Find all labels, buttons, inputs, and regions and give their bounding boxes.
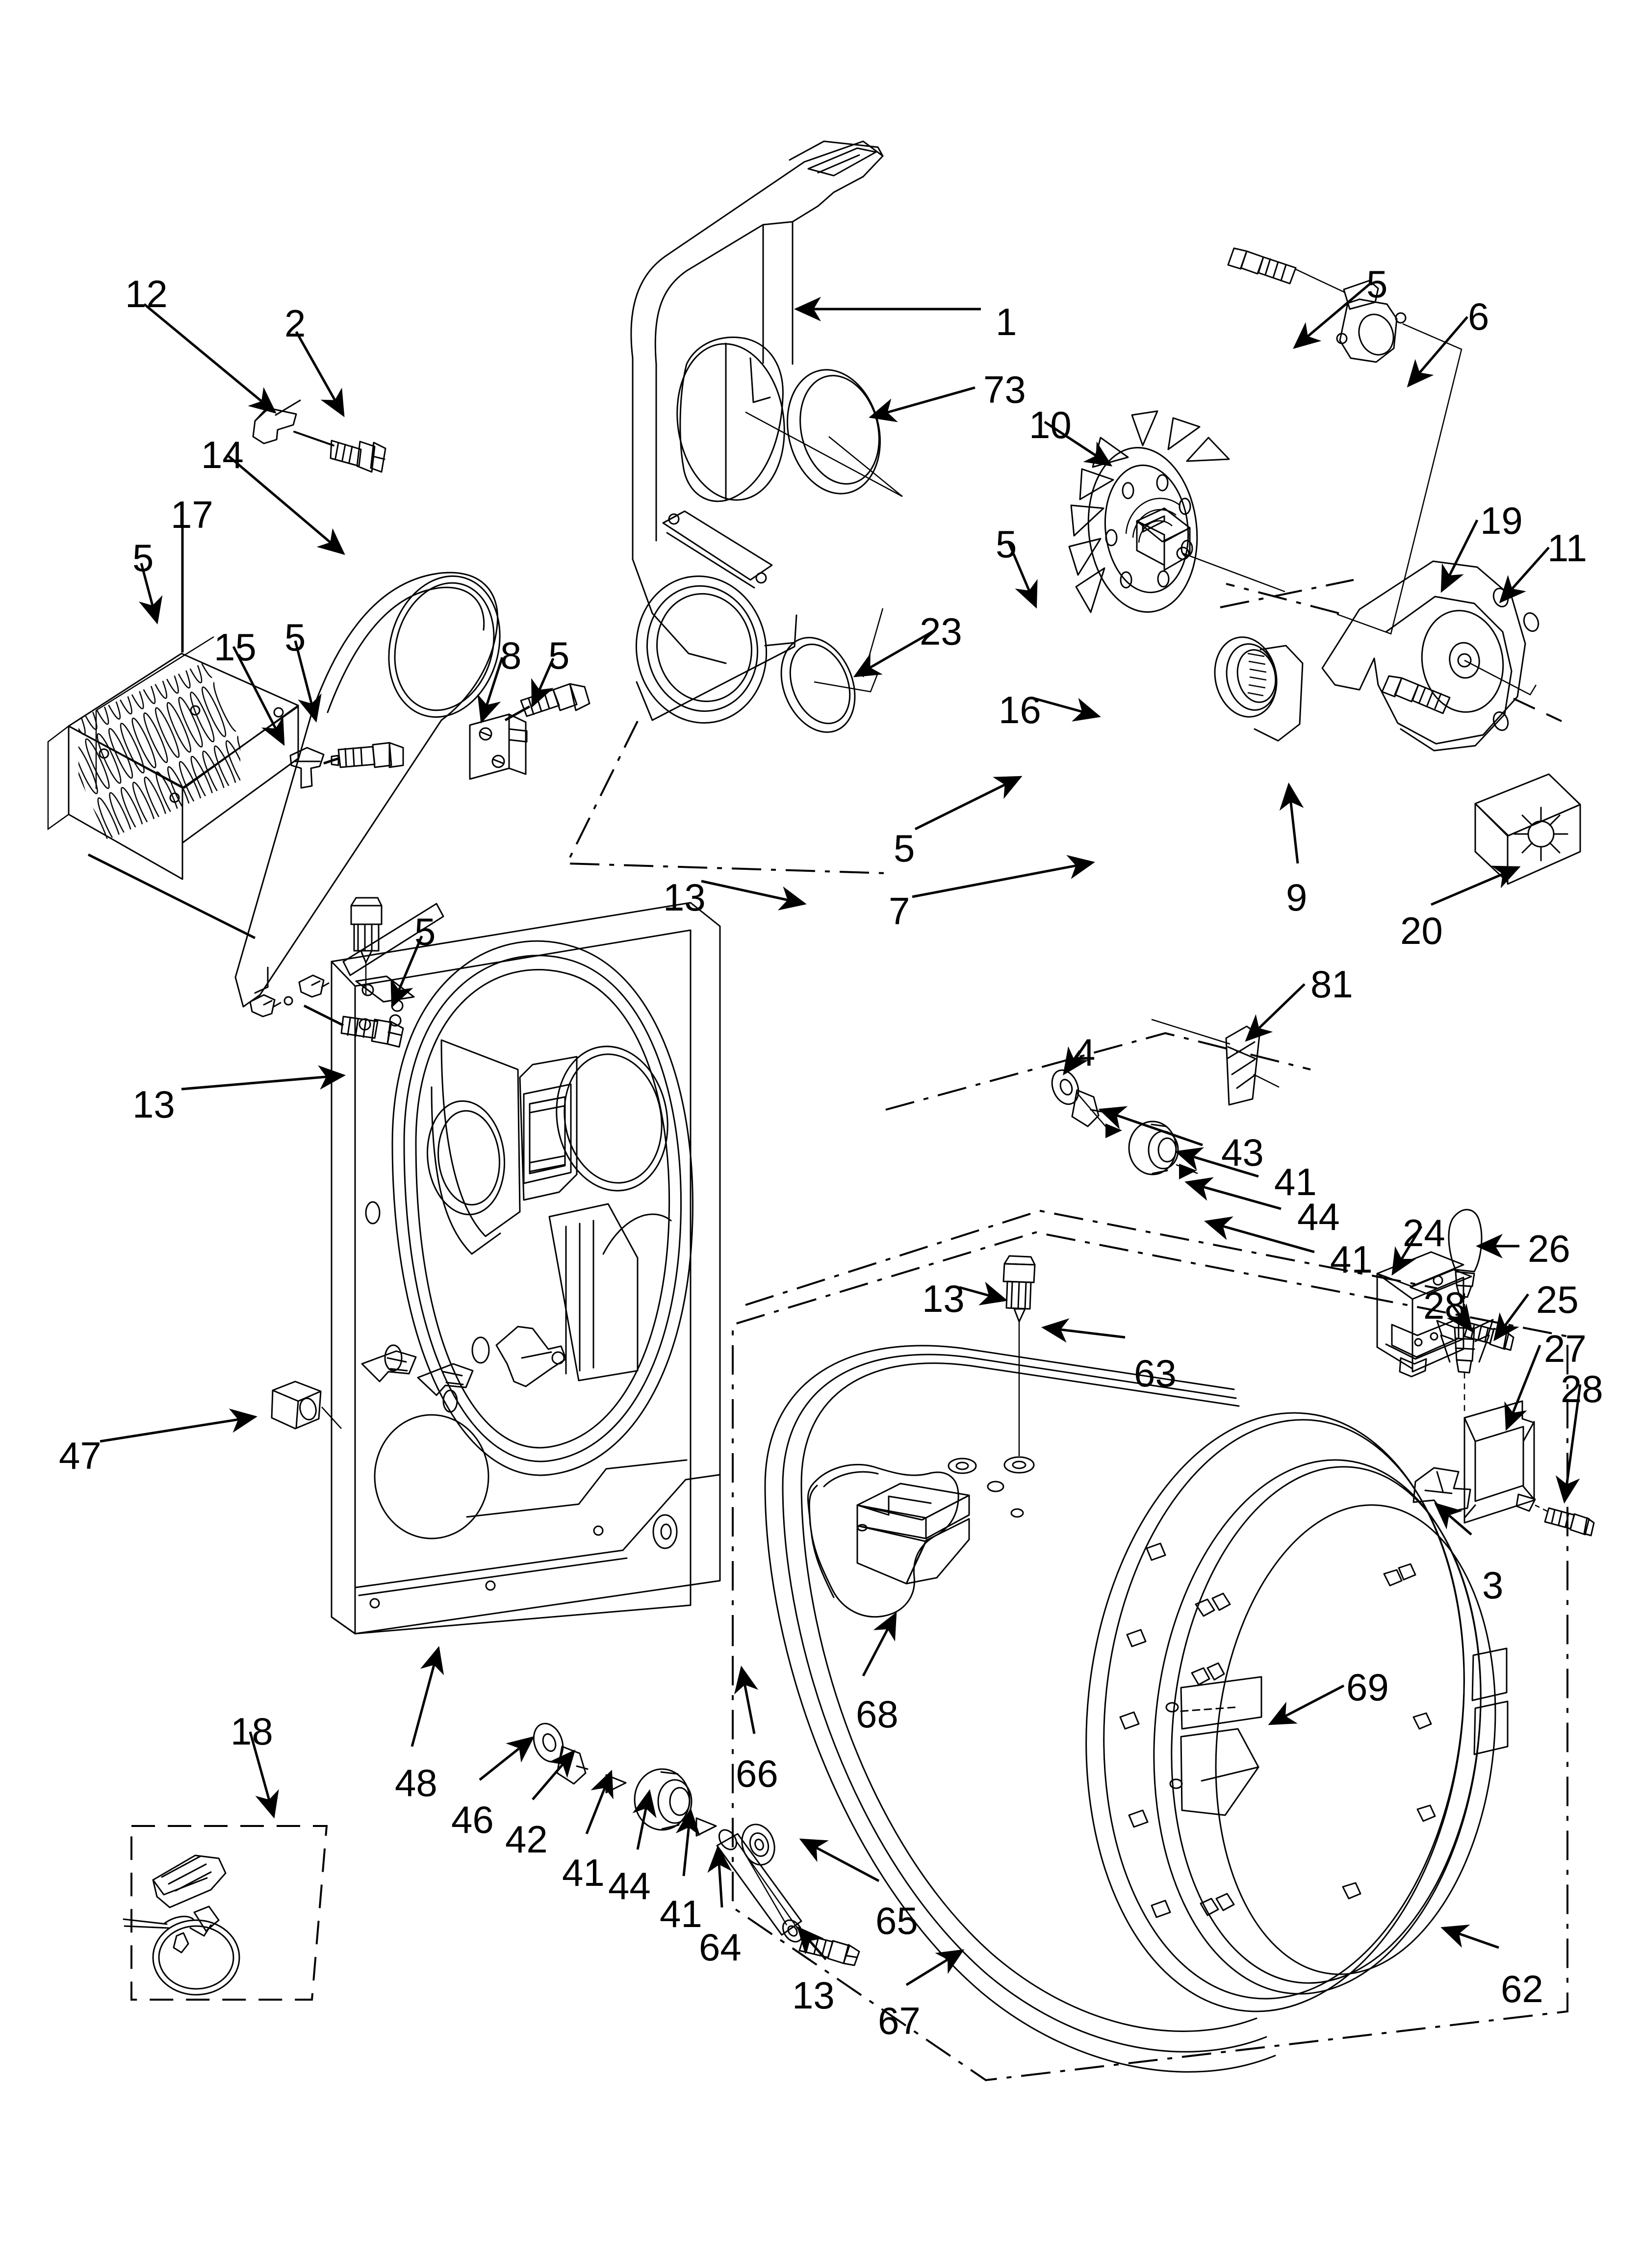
callout-73: 73 (983, 368, 1026, 411)
felt-seal-73 (745, 369, 903, 497)
screw-icon-8 (520, 683, 590, 717)
callout-41: 41 (660, 1892, 702, 1935)
screw-icon-15 (331, 742, 404, 768)
bearing-9 (1214, 636, 1304, 742)
hex-nut-icon-47 (271, 1381, 322, 1430)
wire-connector-inset-18 (123, 1825, 328, 2001)
callout-28: 28 (1423, 1284, 1466, 1327)
callout-43: 43 (1221, 1131, 1264, 1174)
blower-housing-1 (630, 140, 884, 724)
callout-4: 4 (1074, 1031, 1096, 1074)
callout-26: 26 (1528, 1227, 1570, 1270)
blower-wheel-10 (1068, 410, 1285, 613)
sun-burst-icon (1514, 807, 1568, 861)
roller-assembly-upper (1051, 1069, 1198, 1179)
callout-67: 67 (878, 1999, 921, 2042)
callout-11: 11 (1547, 526, 1587, 570)
callout-13: 13 (663, 876, 706, 919)
drum-envelope-63 (732, 1209, 1568, 2082)
seal-ring-23 (780, 608, 884, 733)
leader-lines (100, 283, 1582, 1986)
callout-17: 17 (171, 493, 213, 536)
callout-10: 10 (1029, 403, 1072, 446)
callout-20: 20 (1400, 909, 1443, 952)
screw-icon-13-lower (798, 1934, 860, 1966)
callout-44: 44 (608, 1864, 651, 1907)
callout-23: 23 (920, 610, 962, 653)
callout-18: 18 (231, 1710, 273, 1753)
callout-46: 46 (451, 1798, 494, 1841)
bulkhead-panel-48 (271, 902, 721, 1635)
wedge-clip-81 (1151, 1018, 1280, 1106)
screw-icon-13-panel (350, 897, 383, 995)
callout-28: 28 (1561, 1367, 1603, 1410)
callout-69: 69 (1346, 1666, 1389, 1709)
screw-icon-13-drum (1002, 1255, 1036, 1474)
callout-5: 5 (548, 634, 570, 677)
callout-2: 2 (284, 302, 306, 345)
screw-icon-2 (330, 440, 386, 473)
lamp-cover-27 (1463, 1400, 1536, 1524)
callout-27: 27 (1544, 1327, 1587, 1370)
callout-3: 3 (1482, 1564, 1504, 1607)
callout-13: 13 (792, 1974, 835, 2017)
callout-44: 44 (1297, 1195, 1340, 1238)
callout-13: 13 (132, 1083, 175, 1126)
callout-24: 24 (1403, 1211, 1445, 1254)
callout-14: 14 (201, 433, 244, 476)
screw-icon-duct (340, 1016, 404, 1048)
thermostat-6 (1226, 247, 1462, 635)
drum-baffle-68 (807, 1458, 1024, 1618)
callout-5: 5 (414, 910, 436, 953)
callout-64: 64 (699, 1926, 742, 1969)
callout-68: 68 (856, 1693, 898, 1736)
callout-5: 5 (132, 536, 154, 579)
callout-15: 15 (214, 626, 257, 669)
callout-1: 1 (996, 300, 1017, 343)
screw-icon-upper-right (1227, 247, 1297, 285)
callout-41: 41 (562, 1851, 605, 1894)
callout-8: 8 (500, 634, 522, 677)
heating-element-17 (47, 636, 299, 939)
callout-62: 62 (1501, 1967, 1543, 2010)
screw-icon-28-right (1544, 1507, 1595, 1537)
callout-41: 41 (1274, 1160, 1317, 1203)
callout-7: 7 (889, 889, 910, 933)
drum-clip-3 (1412, 1467, 1471, 1514)
lamp-socket-25 (1436, 1319, 1494, 1374)
callout-25: 25 (1536, 1278, 1579, 1321)
clip-and-screw-group (252, 399, 386, 473)
callout-47: 47 (59, 1434, 102, 1477)
callout-63: 63 (1134, 1352, 1177, 1395)
lamp-symbol-plate-20 (1474, 773, 1581, 885)
screw-icon-19 (1381, 675, 1451, 714)
bracket-8 (469, 683, 590, 780)
callout-9: 9 (1286, 876, 1308, 919)
callout-5: 5 (1366, 262, 1388, 306)
callout-65: 65 (875, 1899, 918, 1942)
air-duct-14 (234, 572, 501, 1048)
blower-cover-11 (1321, 560, 1562, 752)
callout-13: 13 (922, 1277, 965, 1320)
callout-81: 81 (1310, 963, 1353, 1006)
callout-5: 5 (894, 827, 915, 870)
callout-5: 5 (996, 522, 1017, 566)
callout-16: 16 (999, 688, 1041, 731)
callout-48: 48 (395, 1761, 437, 1804)
drum-belt-62 (1085, 1412, 1509, 2012)
callout-12: 12 (125, 272, 168, 315)
callout-5: 5 (284, 616, 306, 659)
callout-41: 41 (1330, 1238, 1373, 1281)
callout-19: 19 (1480, 499, 1523, 542)
callout-66: 66 (736, 1752, 778, 1795)
screw-icon-28-left (1463, 1322, 1514, 1351)
callout-42: 42 (505, 1818, 548, 1861)
retainer-15 (289, 742, 404, 789)
dryer-drum-66 (764, 1345, 1276, 2073)
callout-6: 6 (1468, 295, 1489, 338)
